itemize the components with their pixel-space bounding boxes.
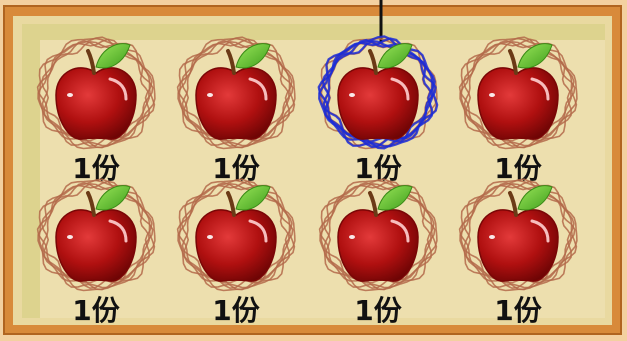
apple-icon — [338, 210, 418, 281]
apple-sparkle — [489, 235, 495, 239]
apple-icon — [56, 210, 136, 281]
apple-icon — [478, 210, 558, 281]
apple-sparkle — [349, 93, 355, 97]
portion-label: 1份 — [354, 294, 401, 327]
apple-icon — [478, 68, 558, 139]
portion-label: 1份 — [212, 294, 259, 327]
apple-icon — [338, 68, 418, 139]
apple-sparkle — [207, 235, 213, 239]
apple-icon — [56, 68, 136, 139]
apple-icon — [196, 210, 276, 281]
apple-sparkle — [67, 93, 73, 97]
apple-icon — [196, 68, 276, 139]
apple-sparkle — [489, 93, 495, 97]
apple-sparkle — [207, 93, 213, 97]
portion-label: 1份 — [494, 294, 541, 327]
portion-label: 1份 — [72, 294, 119, 327]
apple-sparkle — [349, 235, 355, 239]
apple-sparkle — [67, 235, 73, 239]
